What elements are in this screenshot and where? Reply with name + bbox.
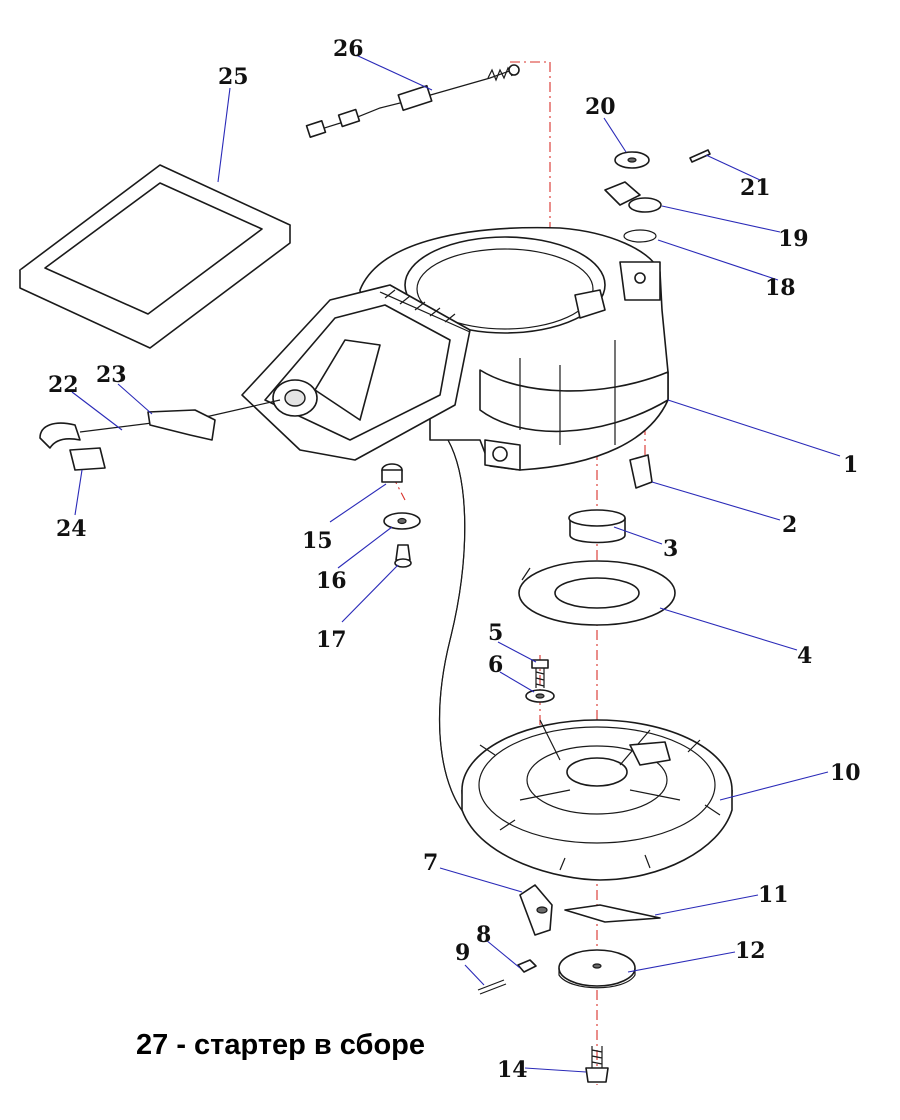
label-5: 5 <box>488 620 503 646</box>
part-10-pulley <box>461 719 733 881</box>
label-16: 16 <box>316 568 347 594</box>
part-2-pin <box>629 454 653 489</box>
label-23: 23 <box>96 362 127 388</box>
label-21: 21 <box>740 175 771 201</box>
label-7: 7 <box>423 850 438 876</box>
label-10: 10 <box>830 760 861 786</box>
part-15-16-17 <box>381 463 421 568</box>
label-14: 14 <box>497 1057 528 1083</box>
rope-hose <box>438 439 471 821</box>
label-8: 8 <box>476 922 491 948</box>
label-19: 19 <box>778 226 809 252</box>
label-12: 12 <box>735 938 766 964</box>
label-25: 25 <box>218 64 249 90</box>
label-26: 26 <box>333 36 364 62</box>
part-22-23-24-rope-handle <box>39 399 281 471</box>
label-1: 1 <box>843 452 858 478</box>
label-17: 17 <box>316 627 347 653</box>
part-11-plate <box>564 904 661 923</box>
part-12-cover <box>558 949 636 989</box>
housing-handle <box>241 284 471 461</box>
callout-numbers: 1 2 3 4 5 6 7 8 9 10 11 12 14 15 16 17 1… <box>48 36 861 1083</box>
label-20: 20 <box>585 94 616 120</box>
part-4-spring <box>518 560 676 626</box>
part-3-bushing <box>568 509 626 544</box>
label-9: 9 <box>455 940 470 966</box>
part-25-filter-frame <box>19 164 291 349</box>
leader-lines <box>71 54 841 1073</box>
label-24: 24 <box>56 516 87 542</box>
label-11: 11 <box>758 882 789 908</box>
rope-hose-inner <box>438 439 471 821</box>
label-3: 3 <box>663 536 678 562</box>
part-7-8-9-pawl <box>477 884 553 995</box>
part-26-cable <box>305 64 520 138</box>
label-15: 15 <box>302 528 333 554</box>
part-14-bolt <box>585 1046 609 1083</box>
caption-assembly: 27 - стартер в сборе <box>136 1029 426 1061</box>
label-4: 4 <box>797 643 812 669</box>
label-22: 22 <box>48 372 79 398</box>
label-18: 18 <box>765 275 796 301</box>
part-18-21 <box>604 149 711 243</box>
label-2: 2 <box>782 512 797 538</box>
label-6: 6 <box>488 652 503 678</box>
